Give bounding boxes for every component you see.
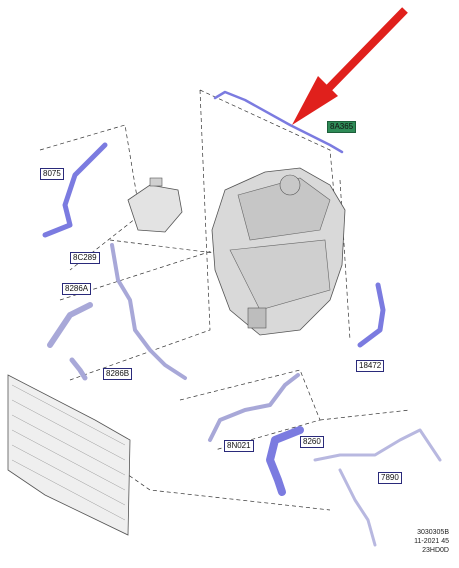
part-label-8286a: 8286A [62,283,92,295]
part-label-8286b: 8286B [103,368,133,380]
reference-line-2: 11-2021 45 [414,538,449,545]
red-arrow-icon [292,7,408,125]
part-label-8a365: 8A365 [327,121,357,133]
part-label-18472: 18472 [356,360,385,372]
part-label-8075: 8075 [40,168,64,180]
engine-block [211,167,346,336]
part-label-8c289: 8C289 [70,252,100,264]
part-label-7890: 7890 [378,472,402,484]
reference-line-1: 3030305B [417,529,449,536]
drawing-reference: 3030305B 11-2021 45 23HD0D [414,528,449,555]
radiator [7,374,131,536]
hoses [42,90,442,547]
reference-line-3: 23HD0D [422,547,449,554]
part-label-8260: 8260 [300,436,324,448]
part-label-8n021: 8N021 [224,440,254,452]
coolant-reservoir [127,177,183,233]
